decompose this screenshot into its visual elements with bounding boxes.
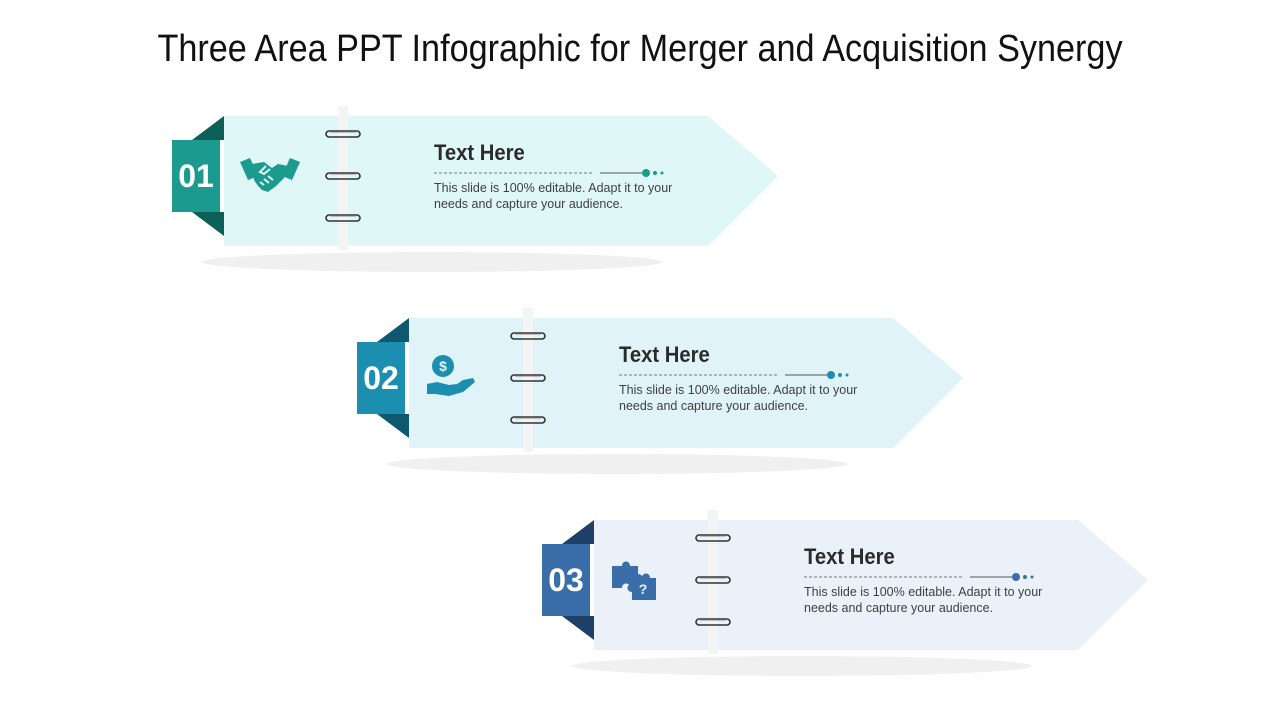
item-heading: Text Here xyxy=(434,140,525,165)
binder-ring xyxy=(325,172,361,180)
binder-ring xyxy=(510,332,546,340)
item-description: This slide is 100% editable. Adapt it to… xyxy=(619,383,858,413)
binder-ring xyxy=(510,416,546,424)
puzzle-question-icon: ? xyxy=(608,556,656,604)
svg-text:?: ? xyxy=(639,581,648,597)
dotted-divider xyxy=(804,573,1034,581)
binder-rings xyxy=(510,332,546,424)
arrow-banner-shape xyxy=(377,308,963,474)
step-number-badge: 03 xyxy=(542,544,590,616)
binder-ring xyxy=(695,618,731,626)
arrow-banner-shape xyxy=(562,510,1148,676)
binder-ring xyxy=(695,576,731,584)
step-number-badge: 01 xyxy=(172,140,220,212)
binder-ring xyxy=(695,534,731,542)
binder-rings xyxy=(695,534,731,626)
item-description: This slide is 100% editable. Adapt it to… xyxy=(434,181,673,211)
binder-ring xyxy=(510,374,546,382)
slide-title: Three Area PPT Infographic for Merger an… xyxy=(157,28,1123,70)
item-heading: Text Here xyxy=(804,544,895,569)
svg-text:$: $ xyxy=(439,358,447,374)
item-description: This slide is 100% editable. Adapt it to… xyxy=(804,585,1043,615)
binder-ring xyxy=(325,130,361,138)
dotted-divider xyxy=(434,169,664,177)
dotted-divider xyxy=(619,371,849,379)
arrow-banner-shape xyxy=(192,106,778,272)
binder-ring xyxy=(325,214,361,222)
infographic-item-2: 02 $ Text Here This slide is 100% editab… xyxy=(357,308,977,484)
binder-rings xyxy=(325,130,361,222)
handshake-icon xyxy=(238,152,300,200)
item-heading: Text Here xyxy=(619,342,710,367)
infographic-item-3: 03 ? Text Here This slide is 100% editab… xyxy=(542,510,1162,686)
infographic-item-1: 01 Text Here This slide is 100% editable… xyxy=(172,106,792,282)
step-number-badge: 02 xyxy=(357,342,405,414)
money-hand-icon: $ xyxy=(423,354,475,402)
